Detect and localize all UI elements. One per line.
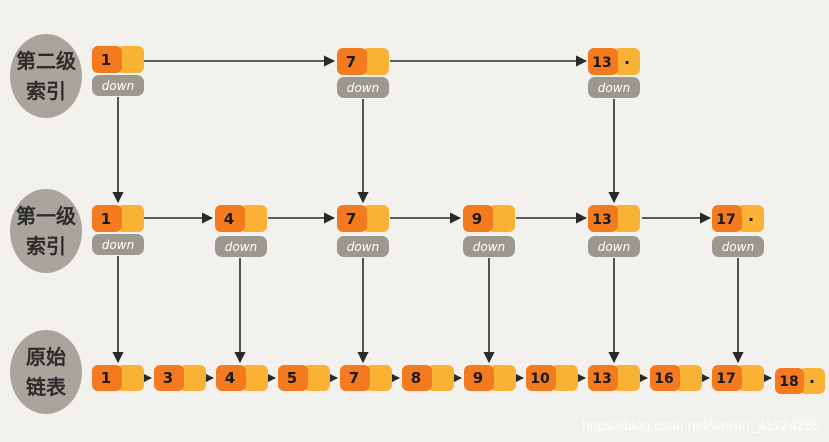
level2-label-line1: 第二级	[16, 49, 76, 73]
node-key: 13	[592, 371, 611, 387]
null-pointer-marker: ·	[624, 53, 630, 72]
base-list-node: 18 ·	[775, 368, 825, 394]
base-list-label-line1: 原始	[26, 345, 66, 369]
down-label: down	[598, 81, 630, 95]
down-pointer-box	[215, 236, 267, 257]
down-label: down	[598, 240, 630, 254]
node-key: 13	[592, 55, 611, 71]
level2-down-arrows	[112, 97, 620, 204]
node-key: 7	[346, 210, 356, 228]
base-list-node: 9	[464, 365, 516, 391]
base-list-label-line2: 链表	[26, 375, 67, 399]
node-key: 9	[473, 369, 483, 387]
down-label: down	[722, 240, 754, 254]
down-pointer-box	[92, 75, 144, 96]
base-list-node: 13	[588, 365, 640, 391]
level2-node: 13 · down	[588, 48, 640, 98]
level2-node: 7 down	[337, 48, 389, 98]
node-key: 17	[716, 371, 735, 387]
node-key: 3	[163, 369, 173, 387]
level1-down-arrows	[112, 256, 744, 364]
node-key: 8	[411, 369, 421, 387]
node-key: 17	[716, 212, 735, 228]
down-label: down	[347, 81, 379, 95]
down-pointer-box	[337, 77, 389, 98]
null-pointer-marker: ·	[748, 210, 754, 229]
watermark: https://blog.csdn.net/weixin_41724265	[582, 417, 820, 433]
down-pointer-box	[463, 236, 515, 257]
down-label: down	[102, 238, 134, 252]
base-list-node: 1	[92, 365, 144, 391]
down-label: down	[225, 240, 257, 254]
base-list-node: 10	[526, 365, 578, 391]
base-list-node: 3	[154, 365, 206, 391]
node-key: 10	[530, 371, 550, 387]
down-pointer-box	[337, 236, 389, 257]
level1-node: 7 down	[337, 205, 389, 257]
level2-node: 1 down	[92, 46, 144, 96]
level1-label-line2: 索引	[26, 234, 66, 258]
base-list-node: 8	[402, 365, 454, 391]
level1-node: 4 down	[215, 205, 267, 257]
down-pointer-box	[588, 77, 640, 98]
node-key: 1	[101, 369, 111, 387]
node-key: 13	[592, 212, 611, 228]
null-pointer-marker: ·	[809, 372, 815, 391]
node-key: 7	[346, 53, 356, 71]
node-key: 1	[101, 210, 111, 228]
node-key: 4	[224, 210, 234, 228]
base-list-node: 16	[650, 365, 702, 391]
level1-label-line1: 第一级	[16, 204, 76, 228]
base-list-node: 17	[712, 365, 764, 391]
down-pointer-box	[92, 234, 144, 255]
base-list-node: 7	[340, 365, 392, 391]
base-list-node: 4	[216, 365, 268, 391]
node-key: 1	[101, 51, 111, 69]
down-pointer-box	[712, 236, 764, 257]
level2-label-line2: 索引	[26, 79, 66, 103]
node-key: 9	[472, 210, 482, 228]
base-list-label: 原始 链表	[10, 330, 82, 414]
base-list-node: 5	[278, 365, 330, 391]
level1-node: 9 down	[463, 205, 515, 257]
down-label: down	[347, 240, 379, 254]
down-pointer-box	[588, 236, 640, 257]
down-label: down	[473, 240, 505, 254]
node-key: 5	[287, 369, 297, 387]
node-key: 7	[349, 369, 359, 387]
node-key: 4	[225, 369, 235, 387]
level1-label: 第一级 索引	[10, 189, 82, 273]
down-label: down	[102, 79, 134, 93]
level1-node: 17 · down	[712, 205, 764, 257]
level1-node: 13 down	[588, 205, 640, 257]
node-key: 18	[779, 374, 798, 390]
level1-node: 1 down	[92, 205, 144, 255]
node-key: 16	[654, 371, 673, 387]
level2-label: 第二级 索引	[10, 34, 82, 118]
